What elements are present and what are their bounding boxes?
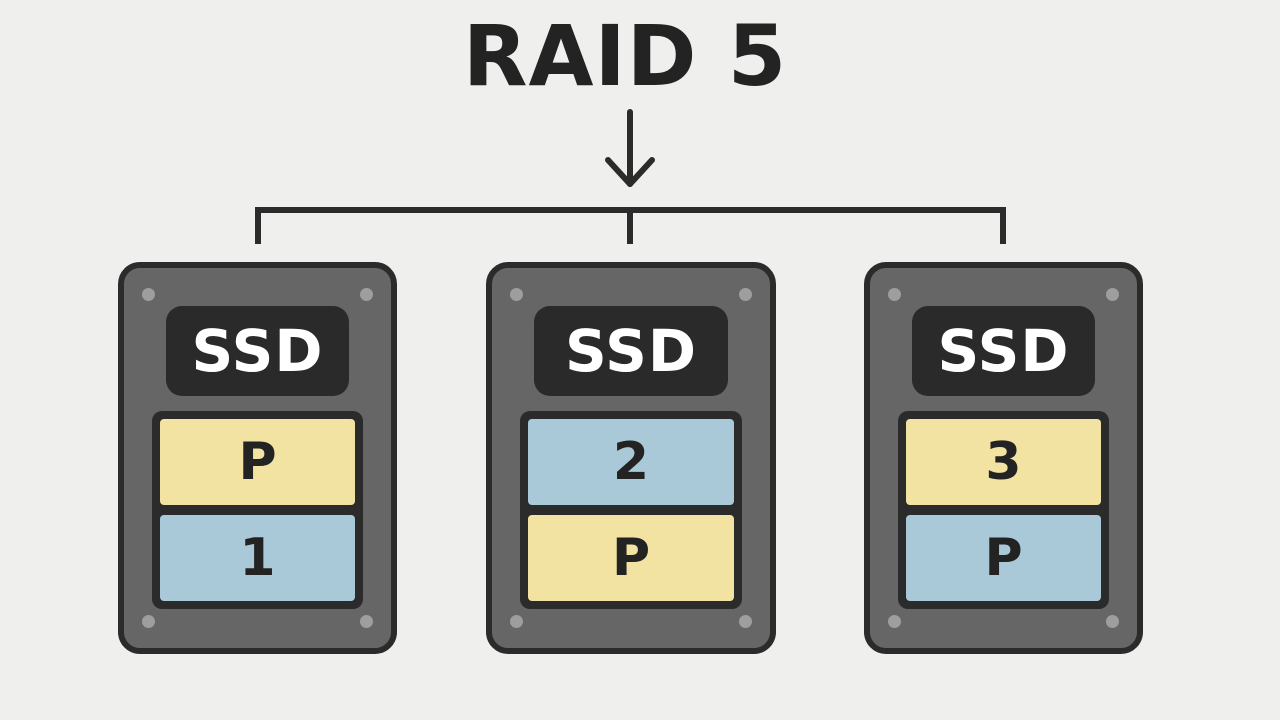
screw-icon xyxy=(142,288,155,301)
screw-icon xyxy=(510,615,523,628)
ssd-drive-1: SSD P 1 xyxy=(118,262,397,654)
ssd-label: SSD xyxy=(534,306,728,396)
screw-icon xyxy=(888,615,901,628)
data-block: 2 xyxy=(528,419,734,505)
connector-lines xyxy=(255,109,1006,244)
ssd-drive-2: SSD 2 P xyxy=(486,262,776,654)
ssd-drive-3: SSD 3 P xyxy=(864,262,1143,654)
screw-icon xyxy=(142,615,155,628)
parity-block: P xyxy=(160,419,355,505)
screw-icon xyxy=(1106,615,1119,628)
stripe-blocks: P 1 xyxy=(152,411,363,609)
stripe-blocks: 2 P xyxy=(520,411,742,609)
ssd-label: SSD xyxy=(166,306,349,396)
screw-icon xyxy=(510,288,523,301)
screw-icon xyxy=(1106,288,1119,301)
diagram-title: RAID 5 xyxy=(462,7,788,105)
screw-icon xyxy=(888,288,901,301)
screw-icon xyxy=(360,615,373,628)
ssd-label: SSD xyxy=(912,306,1095,396)
stripe-blocks: 3 P xyxy=(898,411,1109,609)
arrow-head xyxy=(605,157,655,187)
data-block: 3 xyxy=(906,419,1101,505)
parity-block: P xyxy=(906,515,1101,601)
screw-icon xyxy=(739,615,752,628)
screw-icon xyxy=(360,288,373,301)
screw-icon xyxy=(739,288,752,301)
parity-block: P xyxy=(528,515,734,601)
data-block: 1 xyxy=(160,515,355,601)
